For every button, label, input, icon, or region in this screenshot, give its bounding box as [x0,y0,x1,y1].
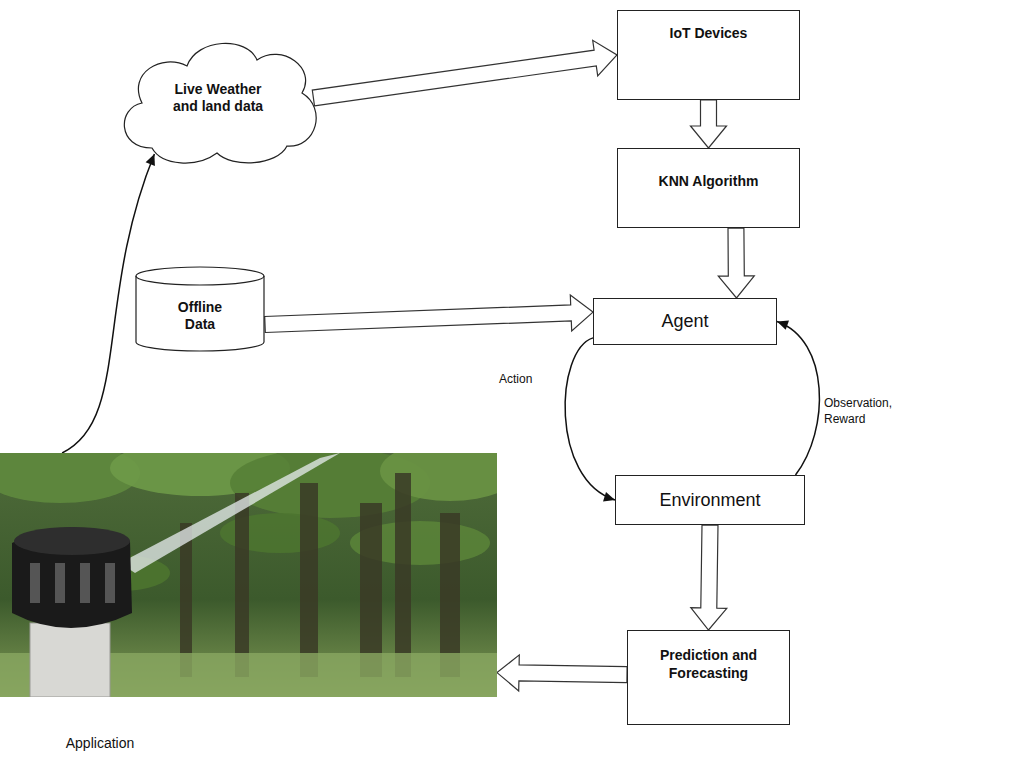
curve-line [565,338,615,500]
banana-trunk [235,493,249,677]
block-arrow [497,655,627,691]
block-arrow [265,295,593,333]
block-arrow [312,40,617,106]
cylinder-rim [136,276,264,285]
node-label: IoT Devices [670,25,748,43]
agent-box: Agent [593,298,777,345]
curve-line [777,322,819,476]
node-label: Agent [661,310,708,333]
node-label: Prediction and Forecasting [637,647,780,682]
sprinkler-slot [105,563,115,603]
sprinkler-top [14,527,130,555]
sprinkler-slot [30,563,40,603]
water-spray [120,453,340,573]
sprinkler-slot [80,563,90,603]
sprinkler-head [12,527,132,628]
process-box: Prediction and Forecasting [627,630,790,725]
environment-box: Environment [615,475,805,525]
process-box: KNN Algorithm [617,148,800,228]
arrow-head [146,154,155,166]
node-label: Offline Data [164,299,236,334]
photo-outline [0,453,497,697]
caption-label: Application [0,735,200,753]
application-photo: Application [0,453,497,697]
banana-trunk [395,473,411,677]
curved-arrow [777,320,819,475]
arrow-head [777,320,789,329]
edge-label: Action [497,372,534,388]
cloud-shape [124,43,316,163]
banana-trunk [440,513,460,677]
cylinder-body [136,267,264,351]
block-arrow [691,525,727,630]
block-arrow [718,228,754,298]
arrow-head [603,492,615,502]
curved-arrow [565,338,615,502]
banana-trunk [360,503,382,677]
node-label: Environment [659,489,760,512]
database-cylinder: Offline Data [135,266,265,352]
process-box: IoT Devices [617,10,800,100]
data-cloud: Live Weather and land data [112,28,324,168]
banana-trunk [300,483,318,677]
sprinkler-base [30,623,110,697]
block-arrow [691,100,727,148]
edge-label: Observation, Reward [822,396,908,427]
sprinkler-slot [55,563,65,603]
node-label: Live Weather and land data [162,81,274,116]
node-label: KNN Algorithm [659,173,759,191]
